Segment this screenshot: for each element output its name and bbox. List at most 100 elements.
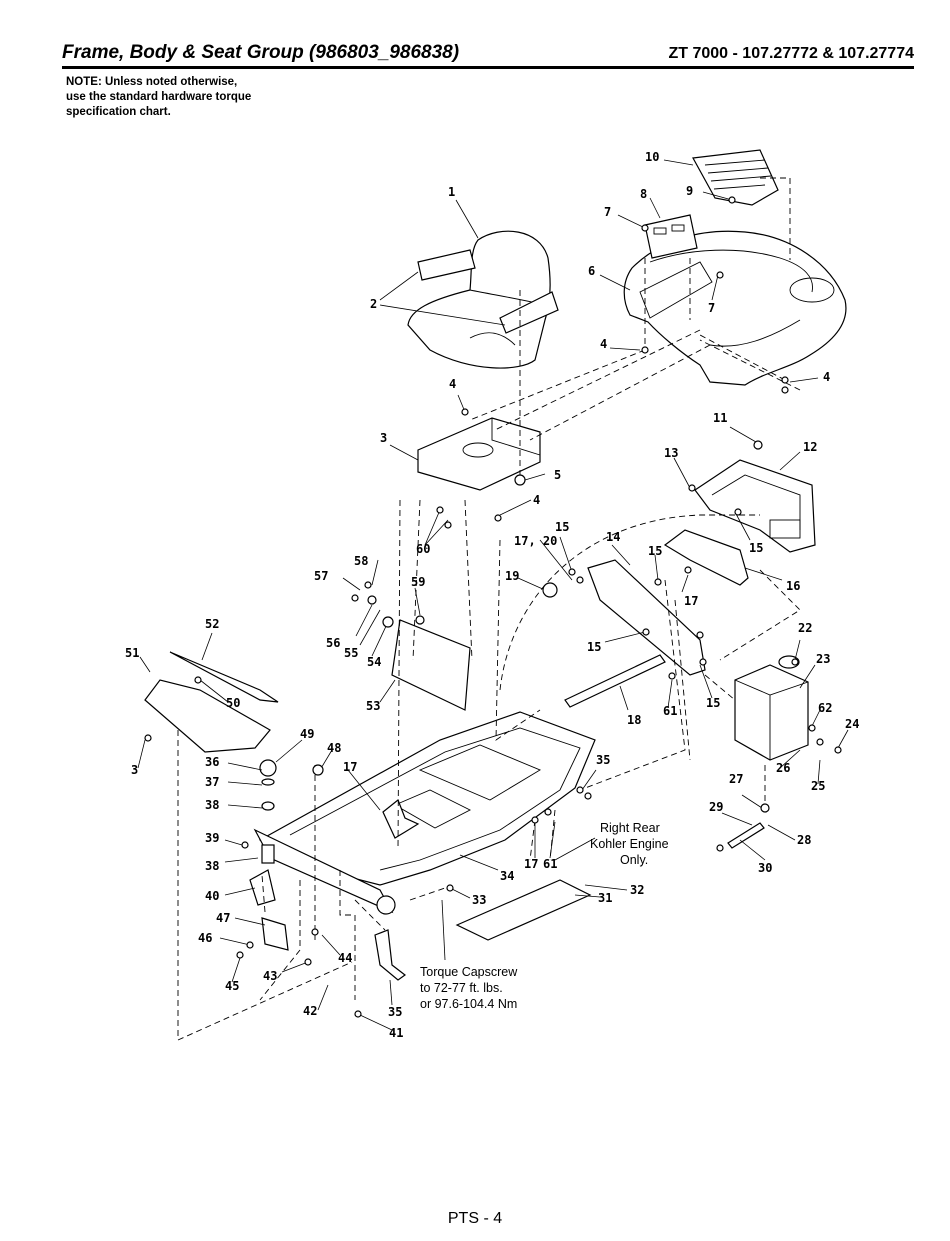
assembly-lines [177, 177, 801, 1041]
deck-shield [391, 619, 471, 711]
control-plate [644, 214, 698, 259]
part-label: 6 [588, 264, 595, 278]
part-label: 42 [303, 1004, 317, 1018]
part-label: 3 [131, 763, 138, 777]
torque-line-1: Torque Capscrew [420, 965, 518, 979]
floor-mat [455, 879, 592, 941]
caster-yoke-left [249, 759, 289, 951]
rear-fender-body [623, 230, 847, 386]
part-label: 56 [326, 636, 340, 650]
part-label: 60 [416, 542, 430, 556]
part-label: 54 [367, 655, 381, 669]
part-label: 43 [263, 969, 277, 983]
torque-line-2: to 72-77 ft. lbs. [420, 981, 503, 995]
part-label: 15 [706, 696, 720, 710]
kohler-line-3: Only. [620, 853, 648, 867]
seat-pan [417, 417, 541, 491]
part-label: 9 [686, 184, 693, 198]
part-label: 24 [845, 717, 859, 731]
seat-assembly [407, 230, 559, 369]
part-label: 51 [125, 646, 139, 660]
part-label: 2 [370, 297, 377, 311]
part-label: 14 [606, 530, 620, 544]
part-label: 34 [500, 869, 514, 883]
part-label: 27 [729, 772, 743, 786]
torque-line-3: or 97.6-104.4 Nm [420, 997, 517, 1011]
part-label: 25 [811, 779, 825, 793]
part-label: 36 [205, 755, 219, 769]
part-label: 33 [472, 893, 486, 907]
page-number: PTS - 4 [447, 1210, 503, 1227]
kohler-engine-callout: Right Rear Kohler Engine Only. [590, 821, 669, 867]
front-shroud [144, 651, 279, 753]
part-label: 11 [713, 411, 727, 425]
part-label: 26 [776, 761, 790, 775]
part-label: 61 [543, 857, 557, 871]
caster-yoke-right [374, 929, 407, 981]
part-label: 15 [648, 544, 662, 558]
part-label: 29 [709, 800, 723, 814]
fuel-tank [734, 655, 809, 761]
page-title: Frame, Body & Seat Group (986803_986838) [62, 42, 460, 63]
part-label: 1 [448, 185, 455, 199]
part-label: 4 [449, 377, 456, 391]
part-label: 10 [645, 150, 659, 164]
hardware-fasteners [144, 196, 842, 1018]
part-label: 17 [343, 760, 357, 774]
part-label: 31 [598, 891, 612, 905]
part-label: 12 [803, 440, 817, 454]
part-label: 39 [205, 831, 219, 845]
part-label: 40 [205, 889, 219, 903]
engine-mount-plate [587, 559, 706, 676]
part-label: 28 [797, 833, 811, 847]
part-label: 17 [524, 857, 538, 871]
page-header: Frame, Body & Seat Group (986803_986838)… [62, 38, 914, 68]
part-label: 7 [604, 205, 611, 219]
header-rule [62, 66, 914, 69]
part-label: 35 [596, 753, 610, 767]
support-bracket [663, 529, 749, 586]
note-line-2: use the standard hardware torque [66, 91, 252, 103]
part-label: 58 [354, 554, 368, 568]
note-line-1: NOTE: Unless noted otherwise, [66, 76, 238, 88]
part-labels: 1 2 3 3 4 4 4 4 5 6 7 7 8 9 10 11 12 13 … [125, 150, 859, 1040]
part-label: 7 [708, 301, 715, 315]
kohler-line-1: Right Rear [600, 821, 660, 835]
part-label: 38 [205, 798, 219, 812]
part-label: 23 [816, 652, 830, 666]
part-label: 30 [758, 861, 772, 875]
main-frame [253, 711, 596, 915]
part-label: 15 [587, 640, 601, 654]
part-label: 5 [554, 468, 561, 482]
part-label: 57 [314, 569, 328, 583]
part-label: 35 [388, 1005, 402, 1019]
part-label: 50 [226, 696, 240, 710]
part-label: 52 [205, 617, 219, 631]
torque-capscrew-callout: Torque Capscrew to 72-77 ft. lbs. or 97.… [420, 965, 518, 1011]
fuel-line [727, 822, 765, 849]
note-line-3: specification chart. [66, 106, 171, 118]
model-number: ZT 7000 - 107.27772 & 107.27774 [668, 45, 914, 62]
step-plate [692, 149, 779, 206]
part-label: 4 [533, 493, 540, 507]
part-label: 18 [627, 713, 641, 727]
part-label: 16 [786, 579, 800, 593]
part-label: 4 [600, 337, 607, 351]
part-label: 32 [630, 883, 644, 897]
side-panel [694, 459, 816, 553]
part-label: 61 [663, 704, 677, 718]
part-label: 47 [216, 911, 230, 925]
part-label: 53 [366, 699, 380, 713]
part-label: 62 [818, 701, 832, 715]
part-label: 15 [555, 520, 569, 534]
part-label: 4 [823, 370, 830, 384]
part-label: 49 [300, 727, 314, 741]
part-label: 44 [338, 951, 352, 965]
part-label: 22 [798, 621, 812, 635]
part-label: 37 [205, 775, 219, 789]
torque-note: NOTE: Unless noted otherwise, use the st… [66, 75, 251, 120]
part-label: 15 [749, 541, 763, 555]
part-label: 59 [411, 575, 425, 589]
part-label: 19 [505, 569, 519, 583]
part-label: 13 [664, 446, 678, 460]
